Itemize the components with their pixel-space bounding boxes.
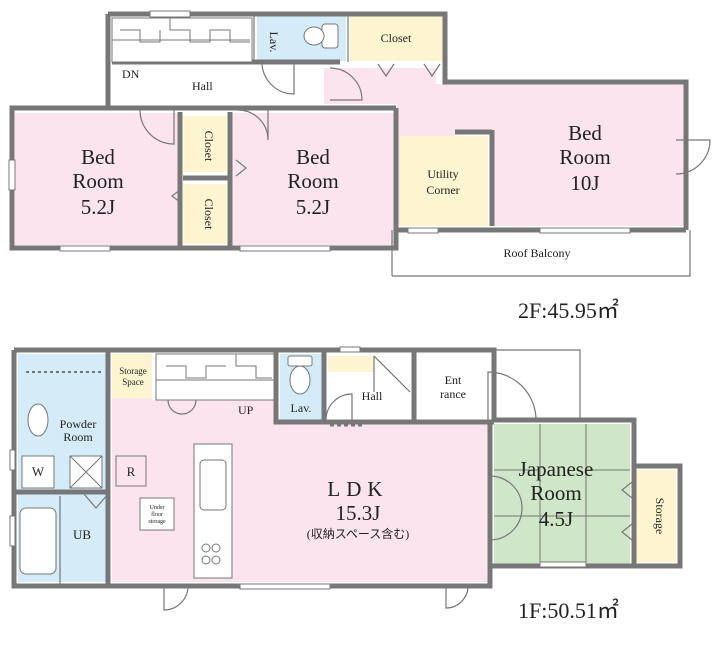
label-hall-2f: Hall — [192, 79, 213, 93]
powder-fixtures — [19, 403, 147, 575]
label-entrance-line2: rance — [440, 387, 466, 401]
balcony-2f — [397, 232, 684, 274]
bedroom-mid-2f — [232, 113, 394, 245]
label-ldk-line1: LDK — [327, 477, 388, 501]
label-ub: UB — [73, 527, 91, 542]
japanese-room-1f — [494, 424, 630, 564]
label-closet-b-2f: Closet — [202, 199, 216, 230]
label-storage-1f: Storage — [653, 498, 667, 535]
toilet-icon — [303, 23, 339, 49]
area-2f: 2F:45.95㎡ — [518, 298, 619, 323]
label-bed-right-line2: Room — [559, 145, 610, 169]
label-ldk-line2: 15.3J — [336, 501, 381, 525]
label-utility-line1: Utility — [427, 167, 458, 181]
storage-space-1f — [112, 354, 152, 398]
label-bed-mid-line3: 5.2J — [296, 195, 330, 219]
label-lav-2f: Lav. — [267, 32, 281, 53]
label-powder-line2: Room — [63, 430, 93, 444]
kitchen-counter — [193, 443, 233, 579]
label-underfloor-line3: storage — [148, 519, 166, 525]
hall-1f-yellow — [328, 356, 374, 372]
bedroom-left-2f — [15, 113, 180, 245]
label-bed-mid-line1: Bed — [296, 145, 330, 169]
utility-corner-2f — [400, 136, 488, 226]
label-dn: DN — [122, 67, 140, 81]
label-bed-right-line1: Bed — [568, 121, 602, 145]
label-japanese-line1: Japanese — [519, 457, 594, 481]
closet-b-2f — [183, 184, 227, 244]
floor-1: Storage Space UP Lav. Hall Ent rance Pow… — [9, 346, 683, 623]
label-bed-mid-line2: Room — [287, 169, 338, 193]
bedroom-right-2f — [324, 68, 684, 226]
storage-1f — [636, 470, 676, 562]
label-closet-top-2f: Closet — [381, 31, 412, 45]
label-w: W — [32, 464, 45, 479]
label-japanese-line3: 4.5J — [539, 507, 573, 531]
stairs-2f — [111, 17, 253, 63]
label-bed-left-line3: 5.2J — [81, 195, 115, 219]
label-ldk-line3: (収納スペース含む) — [307, 526, 410, 541]
label-lav-1f: Lav. — [291, 401, 312, 415]
label-closet-a-2f: Closet — [202, 131, 216, 162]
floor-2: DN Hall Lav. Closet Bed Room 5.2J Closet… — [8, 10, 711, 323]
label-japanese-line2: Room — [530, 481, 581, 505]
label-hall-1f: Hall — [362, 389, 383, 403]
closet-top-2f — [350, 16, 443, 61]
label-entrance-line1: Ent — [445, 373, 462, 387]
label-storage-space-line2: Space — [122, 377, 144, 387]
tatami-grid — [494, 424, 630, 564]
label-underfloor-line2: floor — [151, 511, 163, 518]
label-up: UP — [238, 403, 254, 417]
label-bed-left-line2: Room — [72, 169, 123, 193]
hall-2f — [112, 62, 324, 104]
toilet-icon-1f — [287, 355, 313, 395]
label-roof-balcony: Roof Balcony — [504, 246, 571, 260]
label-underfloor-line1: Under — [150, 505, 165, 511]
underfloor-storage-box — [139, 497, 175, 531]
area-1f: 1F:50.51㎡ — [518, 598, 619, 623]
label-utility-line2: Corner — [426, 183, 459, 197]
label-powder-line1: Powder — [60, 417, 97, 431]
label-storage-space-line1: Storage — [119, 366, 147, 376]
label-bed-right-line3: 10J — [570, 171, 599, 195]
stairs-1f — [155, 353, 275, 401]
label-bed-left-line1: Bed — [81, 145, 115, 169]
closet-a-2f — [183, 116, 227, 172]
label-r: R — [127, 464, 136, 479]
